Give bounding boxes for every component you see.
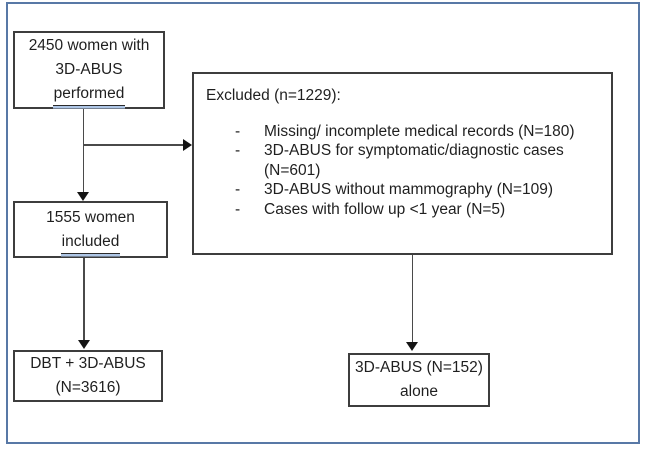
box-excluded: Excluded (n=1229): - Missing/ incomplete…: [192, 72, 613, 255]
bullet-dash: -: [235, 200, 241, 218]
box-text-line: 3D-ABUS (N=152): [355, 359, 483, 376]
box-text-line: performed: [52, 82, 126, 106]
arrow-included-to-dbt-head: [77, 340, 90, 349]
box-text-line: (N=3616): [55, 379, 121, 396]
excluded-item-text: Cases with follow up <1 year (N=5): [264, 200, 506, 218]
box-dbt-3d-abus: DBT + 3D-ABUS (N=3616): [13, 350, 163, 402]
box-text-line: DBT + 3D-ABUS: [30, 355, 146, 372]
box-text-line: 3D-ABUS: [55, 61, 123, 78]
excluded-item-text: 3D-ABUS for symptomatic/diagnostic cases…: [264, 142, 564, 179]
arrow-branch-to-excluded-line: [83, 144, 184, 146]
excluded-item-text: 3D-ABUS without mammography (N=109): [264, 181, 554, 198]
box-1555-women-included: 1555 women included: [13, 201, 168, 258]
arrow-excluded-to-alone-head: [406, 342, 418, 351]
excluded-item-text: Missing/ incomplete medical records (N=1…: [264, 122, 575, 140]
box-3d-abus-alone: 3D-ABUS (N=152) alone: [348, 353, 490, 407]
arrow-excluded-to-alone-line: [411, 255, 413, 343]
box-text-line: 1555 women: [46, 208, 135, 226]
excluded-title: Excluded (n=1229):: [206, 87, 341, 104]
arrow-branch-to-excluded-head: [183, 139, 192, 151]
bullet-dash: -: [235, 122, 241, 140]
excluded-item: - Cases with follow up <1 year (N=5): [235, 200, 600, 220]
box-text-line: alone: [400, 383, 438, 400]
arrow-included-to-dbt-line: [83, 258, 85, 341]
arrow-performed-to-included-line: [82, 109, 84, 193]
bullet-dash: -: [235, 181, 241, 198]
box-2450-women-performed: 2450 women with 3D-ABUS performed: [13, 31, 165, 109]
outer-frame: [6, 2, 640, 444]
bullet-dash: -: [235, 142, 241, 159]
underlined-word: included: [60, 231, 121, 254]
excluded-list: - Missing/ incomplete medical records (N…: [206, 122, 600, 220]
excluded-item: - 3D-ABUS without mammography (N=109): [235, 180, 600, 200]
box-text-line: 2450 women with: [28, 37, 150, 54]
excluded-item: - Missing/ incomplete medical records (N…: [235, 122, 600, 142]
box-text-line: included: [60, 230, 121, 254]
arrow-performed-to-included-head: [77, 192, 89, 201]
excluded-item: - 3D-ABUS for symptomatic/diagnostic cas…: [235, 141, 600, 180]
underlined-word: performed: [52, 83, 126, 106]
